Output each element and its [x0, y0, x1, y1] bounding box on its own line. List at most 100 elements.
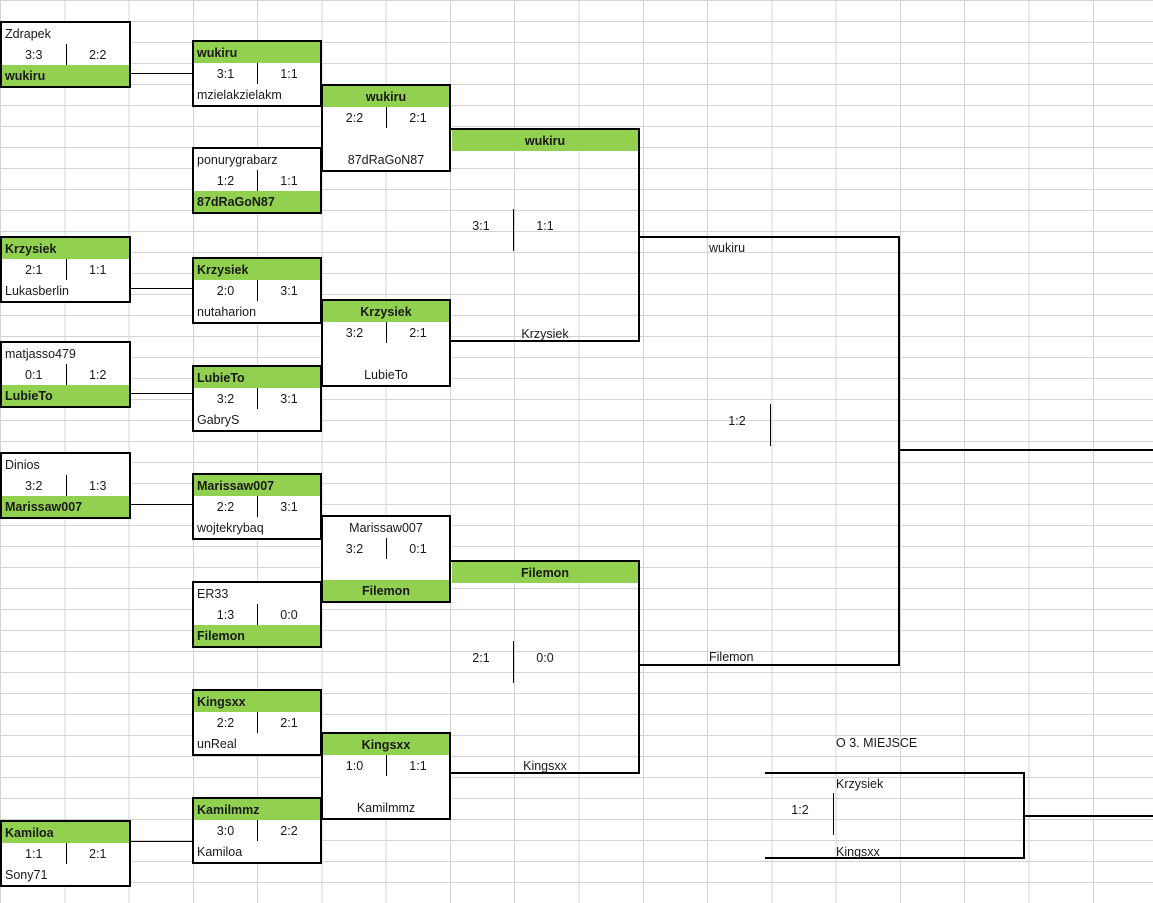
- match-r1m5-bottom-player: Sony71: [5, 867, 48, 882]
- match-r3m3[interactable]: Marissaw007 3:2 0:1 Filemon: [321, 515, 451, 603]
- match-r2m8-top-player: Kamilmmz: [194, 799, 320, 820]
- match-r3m2-top-player: Krzysiek: [323, 301, 449, 322]
- match-r2m1-score-b: 1:1: [257, 63, 320, 84]
- semifinal-1-score-b: 1:1: [536, 218, 554, 233]
- match-r2m1-top-player: wukiru: [194, 42, 320, 63]
- match-r2m8-bottom-player: Kamiloa: [197, 844, 243, 859]
- match-r2m2-top-player: ponurygrabarz: [197, 152, 278, 167]
- match-r2m5-scores: 2:2 3:1: [194, 496, 320, 517]
- semifinal-1-score-a: 3:1: [472, 218, 490, 233]
- match-r3m2[interactable]: Krzysiek 3:2 2:1 LubieTo: [321, 299, 451, 387]
- match-r1m5[interactable]: Kamiloa 1:1 2:1 Sony71: [0, 820, 131, 887]
- third-place-out-line: [1023, 815, 1153, 817]
- match-r1m4-scores: 3:2 1:3: [2, 475, 129, 496]
- connector-r1m2-out: [129, 288, 195, 289]
- match-r2m2-score-b: 1:1: [257, 170, 320, 191]
- match-r1m3-scores: 0:1 1:2: [2, 364, 129, 385]
- match-r3m1-top-player: wukiru: [323, 86, 449, 107]
- match-r2m5-score-a: 2:2: [216, 499, 235, 514]
- match-r3m4-gap: [323, 776, 449, 797]
- match-r2m6[interactable]: ER33 1:3 0:0 Filemon: [192, 581, 322, 648]
- match-r3m3-score-a: 3:2: [345, 541, 364, 556]
- third-place-top-player: Krzysiek: [836, 776, 884, 791]
- match-r1m2-score-b: 1:1: [65, 259, 130, 280]
- match-r1m2-bottom-player: Lukasberlin: [5, 283, 69, 298]
- match-r2m6-top-player: ER33: [197, 586, 229, 601]
- connector-r1m1-out: [129, 73, 195, 74]
- match-r2m5[interactable]: Marissaw007 2:2 3:1 wojtekrybaq: [192, 473, 322, 540]
- final-frame: [640, 236, 900, 666]
- match-r1m1-top-player: Zdrapek: [5, 26, 51, 41]
- match-r2m8-score-b: 2:2: [257, 820, 320, 841]
- match-r1m1-scores: 3:3 2:2: [2, 44, 129, 65]
- match-r2m6-score-a: 1:3: [216, 607, 235, 622]
- match-r3m2-score-b: 2:1: [386, 322, 449, 343]
- match-r2m4-bottom-player: GabryS: [197, 412, 240, 427]
- match-r2m2[interactable]: ponurygrabarz 1:2 1:1 87dRaGoN87: [192, 147, 322, 214]
- match-r1m4-bottom-player: Marissaw007: [2, 496, 129, 517]
- match-r1m2-top-player: Krzysiek: [2, 238, 129, 259]
- match-r2m3-top-player: Krzysiek: [194, 259, 320, 280]
- match-r3m1[interactable]: wukiru 2:2 2:1 87dRaGoN87: [321, 84, 451, 172]
- match-r1m5-scores: 1:1 2:1: [2, 843, 129, 864]
- match-r3m2-scores: 3:2 2:1: [323, 322, 449, 343]
- match-r2m4[interactable]: LubieTo 3:2 3:1 GabryS: [192, 365, 322, 432]
- match-r3m1-bottom-player: 87dRaGoN87: [347, 152, 425, 167]
- third-place-bottom-player: Kingsxx: [836, 844, 880, 859]
- match-r3m4-bottom-player: Kamilmmz: [356, 800, 416, 815]
- match-r1m2[interactable]: Krzysiek 2:1 1:1 Lukasberlin: [0, 236, 131, 303]
- match-r1m1-score-b: 2:2: [65, 44, 130, 65]
- match-r2m5-score-b: 3:1: [257, 496, 320, 517]
- match-r1m5-score-a: 1:1: [25, 846, 43, 861]
- match-r2m1[interactable]: wukiru 3:1 1:1 mzielakzielakm: [192, 40, 322, 107]
- match-r2m7[interactable]: Kingsxx 2:2 2:1 unReal: [192, 689, 322, 756]
- match-r2m8[interactable]: Kamilmmz 3:0 2:2 Kamiloa: [192, 797, 322, 864]
- match-r3m3-gap: [323, 559, 449, 580]
- champion-out-line: [898, 449, 1153, 451]
- third-place-score: 1:2: [791, 802, 809, 817]
- connector-r1m5-out: [129, 841, 195, 842]
- match-r3m4-top-player: Kingsxx: [323, 734, 449, 755]
- match-r3m3-top-player: Marissaw007: [349, 520, 423, 535]
- match-r2m4-score-a: 3:2: [216, 391, 235, 406]
- match-r1m3[interactable]: matjasso479 0:1 1:2 LubieTo: [0, 341, 131, 408]
- match-r2m7-bottom-player: unReal: [197, 736, 237, 751]
- match-r3m4[interactable]: Kingsxx 1:0 1:1 Kamilmmz: [321, 732, 451, 820]
- match-r2m6-bottom-player: Filemon: [194, 625, 320, 646]
- match-r2m4-score-b: 3:1: [257, 388, 320, 409]
- semifinal-2-top-player: Filemon: [521, 565, 569, 580]
- match-r2m3-bottom-player: nutaharion: [197, 304, 257, 319]
- semifinal-1-top-player-bar: wukiru: [452, 130, 638, 151]
- match-r1m2-scores: 2:1 1:1: [2, 259, 129, 280]
- match-r3m1-score-b: 2:1: [386, 107, 449, 128]
- final-bottom-player: Filemon: [709, 649, 754, 664]
- semifinal-2-bottom-player: Kingsxx: [523, 758, 567, 773]
- match-r1m4[interactable]: Dinios 3:2 1:3 Marissaw007: [0, 452, 131, 519]
- match-r3m4-scores: 1:0 1:1: [323, 755, 449, 776]
- match-r2m2-score-a: 1:2: [216, 173, 235, 188]
- match-r2m3[interactable]: Krzysiek 2:0 3:1 nutaharion: [192, 257, 322, 324]
- match-r1m1-score-a: 3:3: [25, 47, 43, 62]
- semifinal-2-score-b: 0:0: [536, 650, 554, 665]
- match-r2m5-top-player: Marissaw007: [194, 475, 320, 496]
- semifinal-1-bottom-player: Krzysiek: [521, 326, 569, 341]
- match-r2m7-scores: 2:2 2:1: [194, 712, 320, 733]
- match-r1m4-score-b: 1:3: [65, 475, 130, 496]
- match-r3m4-score-a: 1:0: [345, 758, 364, 773]
- match-r2m7-top-player: Kingsxx: [194, 691, 320, 712]
- third-place-title: O 3. MIEJSCE: [836, 735, 918, 750]
- match-r2m6-score-b: 0:0: [257, 604, 320, 625]
- match-r2m1-bottom-player: mzielakzielakm: [197, 87, 282, 102]
- final-top-player: wukiru: [709, 240, 746, 255]
- match-r2m6-scores: 1:3 0:0: [194, 604, 320, 625]
- semifinal-2-top-player-bar: Filemon: [452, 562, 638, 583]
- final-score: 1:2: [728, 413, 746, 428]
- match-r2m4-scores: 3:2 3:1: [194, 388, 320, 409]
- third-place-score-divider: [833, 793, 834, 835]
- match-r1m5-top-player: Kamiloa: [2, 822, 129, 843]
- connector-r1m4-out: [129, 504, 195, 505]
- match-r1m3-top-player: matjasso479: [5, 346, 76, 361]
- connector-r1m3-out: [129, 393, 195, 394]
- match-r1m1[interactable]: Zdrapek 3:3 2:2 wukiru: [0, 21, 131, 88]
